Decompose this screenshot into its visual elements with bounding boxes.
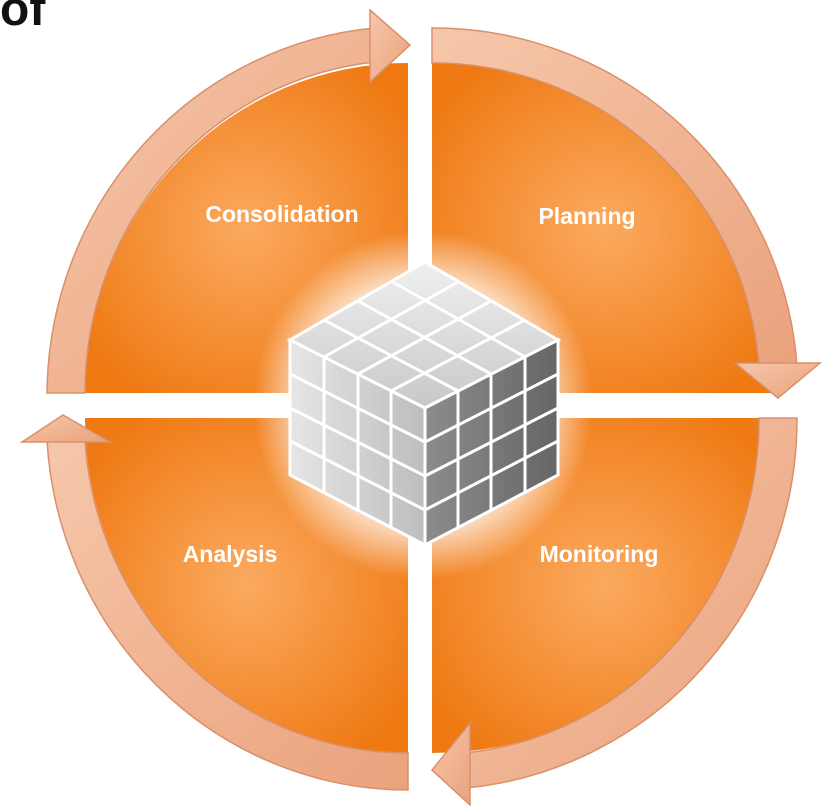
- arrow-head-bottom-right: [430, 720, 471, 806]
- data-cube-icon: [253, 230, 593, 580]
- label-planning: Planning: [538, 203, 635, 229]
- label-analysis: Analysis: [183, 541, 278, 567]
- cycle-arrows: [19, 8, 822, 806]
- arrow-head-bottom-left: [19, 414, 113, 443]
- arrow-top-left: [46, 27, 376, 394]
- arrow-head-top-right: [732, 362, 822, 399]
- label-consolidation: Consolidation: [205, 201, 358, 227]
- corner-text: of: [0, 0, 46, 36]
- label-monitoring: Monitoring: [540, 541, 659, 567]
- arrow-head-top-left: [369, 8, 412, 84]
